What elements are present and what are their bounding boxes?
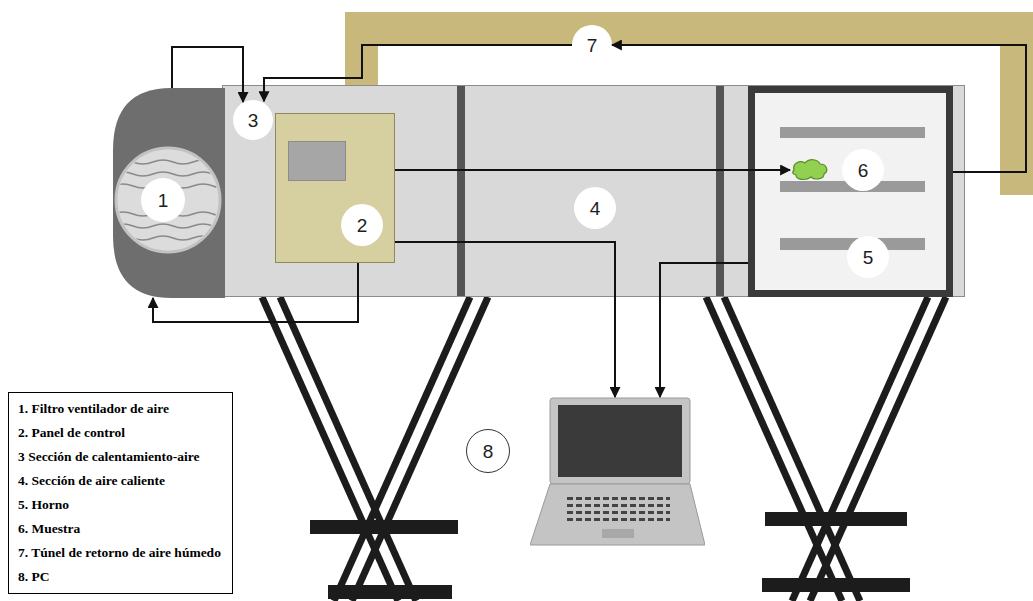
duct-divider [716, 86, 724, 296]
oven: 56 [748, 86, 953, 297]
legend-entry: 6. Muestra [18, 517, 223, 541]
callout-number: 3 [233, 100, 273, 140]
stand-foot [762, 578, 910, 592]
duct-divider [457, 86, 465, 296]
callout-number: 7 [572, 25, 612, 65]
oven-shelf [780, 127, 925, 138]
sample-blob [790, 157, 830, 183]
callout-number: 2 [341, 204, 383, 246]
stand-foot [310, 520, 458, 534]
legend-box: 1. Filtro ventilador de aire2. Panel de … [8, 392, 233, 594]
legend-entry: 2. Panel de control [18, 421, 223, 445]
legend-entry: 7. Túnel de retorno de aire húmedo [18, 541, 223, 565]
legend-entry: 8. PC [18, 565, 223, 589]
legend-entry: 4. Sección de aire caliente [18, 469, 223, 493]
callout-number: 5 [847, 236, 889, 278]
fan-filter: 1 [113, 88, 225, 298]
legend-entry: 1. Filtro ventilador de aire [18, 397, 223, 421]
callout-number: 3 [233, 100, 273, 140]
right-stand [706, 297, 946, 601]
control-panel: 2 [275, 113, 395, 263]
callout-number: 4 [574, 187, 616, 229]
callout-number: 8 [466, 429, 510, 473]
flow-arrow [395, 169, 790, 171]
panel-display [288, 141, 346, 181]
stand-foot [328, 585, 452, 599]
stand-foot [765, 512, 907, 526]
flow-arrow [395, 242, 615, 397]
callout-number: 6 [842, 149, 884, 191]
flow-arrow [172, 47, 243, 102]
hot-air-section: 42356 [222, 85, 965, 297]
callout-number: 1 [141, 178, 185, 222]
callout-number: 7 [572, 25, 612, 65]
sample: 6 [790, 148, 886, 192]
flow-arrow [264, 45, 572, 101]
flow-arrow [612, 45, 1026, 172]
flow-arrow [660, 263, 748, 397]
flow-arrow [153, 263, 358, 322]
legend-entry: 3 Sección de calentamiento-aire [18, 445, 223, 469]
laptop-icon [530, 397, 705, 547]
left-stand [262, 297, 488, 601]
pc: 8 [530, 397, 705, 547]
legend-entry: 5. Horno [18, 493, 223, 517]
